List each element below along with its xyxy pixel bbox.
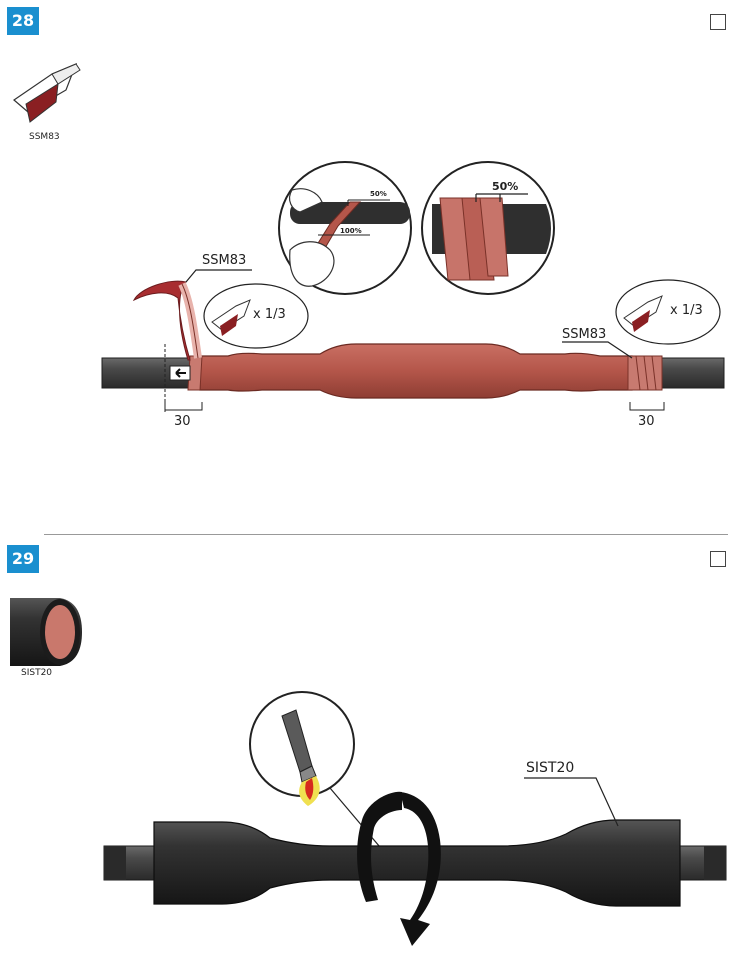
callout-leader-right <box>562 341 633 359</box>
callout-leader-left <box>185 269 252 283</box>
ratio-bubble-left <box>203 283 309 349</box>
rotation-arrow-icon <box>357 791 441 946</box>
dimension-left: 30 <box>174 414 191 429</box>
detail-overlap-label: 50% <box>370 190 387 198</box>
dimension-bracket-left <box>164 402 203 411</box>
callout-label-sist20: SIST20 <box>526 760 575 776</box>
material-label-sist20: SIST20 <box>21 668 53 678</box>
cable-joint-29 <box>103 819 727 907</box>
ratio-bubble-right <box>615 279 721 345</box>
dimension-bracket-right <box>629 402 665 411</box>
multiplier-right: x 1/3 <box>670 303 703 318</box>
step-28-badge: 28 <box>7 7 39 35</box>
callout-label-right: SSM83 <box>562 327 607 342</box>
detail-full-label: 100% <box>340 227 362 235</box>
torch-detail-icon <box>249 691 355 806</box>
detail-hand-wrap-icon <box>278 161 412 295</box>
tube-sist20-icon <box>10 598 82 666</box>
detail-overlap-icon <box>421 161 555 295</box>
tape-ssm83-icon <box>13 62 81 123</box>
step-29-badge: 29 <box>7 545 39 573</box>
step-29-checkbox[interactable] <box>710 551 726 567</box>
dimension-right: 30 <box>638 414 655 429</box>
detail-big-overlap-label: 50% <box>492 180 519 193</box>
cable-joint-28 <box>101 280 725 412</box>
multiplier-left: x 1/3 <box>253 307 286 322</box>
section-divider <box>44 534 728 535</box>
callout-leader-sist20 <box>524 777 619 827</box>
step-28-checkbox[interactable] <box>710 14 726 30</box>
callout-label-left: SSM83 <box>202 253 247 268</box>
material-label-ssm83: SSM83 <box>29 132 60 142</box>
